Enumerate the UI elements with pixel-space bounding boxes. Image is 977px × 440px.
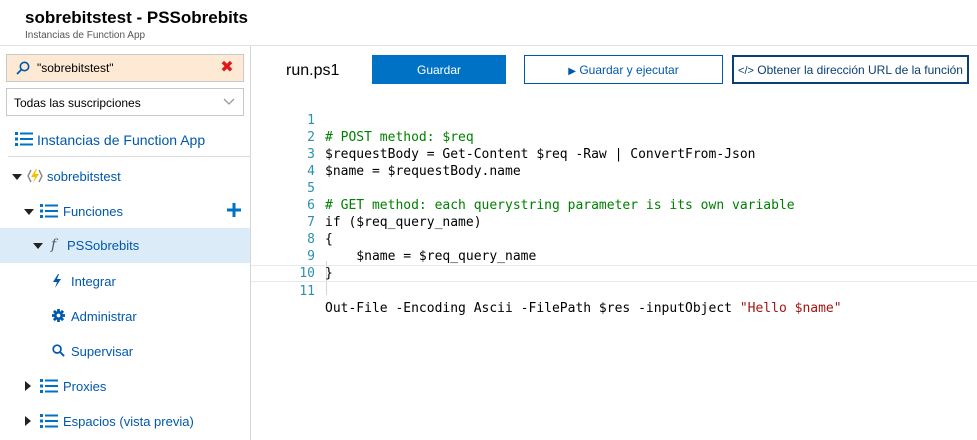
- code-icon: </>: [738, 64, 754, 77]
- sidebar-item-espacios[interactable]: Espacios (vista previa): [0, 404, 250, 439]
- code-text: $name = $req_query_name: [325, 249, 537, 264]
- code-text: if ($req_query_name): [325, 215, 482, 230]
- code-string: "Hello $name": [739, 301, 842, 316]
- code-text: }: [325, 266, 333, 281]
- indent-guide: [326, 261, 327, 295]
- get-function-url-label: Obtener la dirección URL de la función: [757, 62, 963, 77]
- sidebar-item-label: Instancias de Function App: [37, 132, 206, 148]
- line-number: 11: [299, 284, 315, 299]
- sidebar-item-integrar[interactable]: Integrar: [0, 264, 250, 299]
- page-title: sobrebitstest - PSSobrebits: [25, 8, 248, 27]
- sidebar-item-label: Integrar: [71, 274, 116, 289]
- line-number: 6: [307, 198, 315, 213]
- sidebar-item-supervisar[interactable]: Supervisar: [0, 334, 250, 369]
- expand-arrow-icon: [24, 209, 34, 215]
- sidebar-item-sobrebitstest[interactable]: sobrebitstest: [0, 159, 250, 194]
- lightning-icon: [53, 274, 61, 288]
- code-text: # GET method: each querystring parameter…: [325, 198, 795, 213]
- expand-arrow-icon: [33, 243, 43, 249]
- add-icon[interactable]: [227, 203, 241, 217]
- code-line: 4: [251, 146, 977, 179]
- sidebar-item-function-apps[interactable]: Instancias de Function App: [0, 122, 250, 157]
- code-line: 5 # GET method: each querystring paramet…: [251, 163, 977, 213]
- code-editor[interactable]: 1 # POST method: $req 2 $requestBody = G…: [251, 91, 977, 440]
- sidebar-item-label: Supervisar: [71, 344, 134, 359]
- line-number: 9: [307, 249, 315, 264]
- line-number: 10: [299, 266, 315, 281]
- sidebar-item-administrar[interactable]: Administrar: [0, 299, 250, 334]
- subscription-select-value: Todas las suscripciones: [14, 96, 141, 110]
- divider: [8, 156, 263, 157]
- sidebar-item-label: Espacios (vista previa): [63, 414, 194, 429]
- sidebar-item-label: Administrar: [71, 309, 137, 324]
- search-icon: [16, 61, 30, 75]
- code-text: $requestBody = Get-Content $req -Raw | C…: [325, 147, 756, 162]
- code-line: 6 if ($req_query_name): [251, 180, 977, 230]
- function-app-icon: [27, 169, 43, 183]
- sidebar-item-label: Proxies: [63, 379, 107, 394]
- collapse-arrow-icon: [25, 416, 31, 426]
- sidebar: "sobrebitstest" ✖ Todas las suscripcione…: [0, 46, 263, 440]
- code-text: Out-File -Encoding Ascii -FilePath $res …: [325, 300, 842, 317]
- chevron-down-icon: [223, 98, 235, 105]
- close-icon[interactable]: ✖: [220, 59, 234, 76]
- line-number: 5: [307, 181, 315, 196]
- code-text: {: [325, 232, 333, 247]
- code-line: 1 # POST method: $req: [251, 95, 977, 145]
- collapse-arrow-icon: [25, 381, 31, 391]
- page-subtitle: Instancias de Function App: [25, 30, 146, 41]
- code-text: $name = $requestBody.name: [325, 164, 521, 179]
- play-icon: ▶: [568, 65, 576, 77]
- get-function-url-button[interactable]: </> Obtener la dirección URL de la funci…: [732, 55, 969, 84]
- file-title: run.ps1: [286, 62, 340, 79]
- line-number: 2: [307, 130, 315, 145]
- sidebar-item-label: PSSobrebits: [67, 238, 140, 253]
- line-number: 3: [307, 147, 315, 162]
- list-icon: [40, 204, 58, 218]
- expand-arrow-icon: [12, 174, 22, 180]
- search-icon: [52, 344, 65, 357]
- sidebar-item-label: Funciones: [63, 204, 123, 219]
- code-line: 10: [251, 248, 977, 281]
- list-icon: [40, 414, 58, 428]
- list-icon: [15, 132, 33, 146]
- line-number: 4: [307, 164, 315, 179]
- code-text: # POST method: $req: [325, 130, 474, 145]
- subscription-select[interactable]: Todas las suscripciones: [6, 88, 244, 116]
- sidebar-item-funciones[interactable]: Funciones: [0, 194, 250, 229]
- code-line: 8 $name = $req_query_name: [251, 214, 977, 264]
- line-number: 8: [307, 232, 315, 247]
- list-icon: [40, 379, 58, 393]
- sidebar-item-label: sobrebitstest: [47, 169, 121, 184]
- sidebar-item-pssobrebits[interactable]: f PSSobrebits: [0, 228, 250, 263]
- code-line: 2 $requestBody = Get-Content $req -Raw |…: [251, 112, 977, 162]
- code-line: 3 $name = $requestBody.name: [251, 129, 977, 179]
- sidebar-item-proxies[interactable]: Proxies: [0, 369, 250, 404]
- gear-icon: [52, 309, 65, 322]
- code-line: 9 }: [251, 231, 977, 281]
- function-icon: f: [51, 237, 57, 253]
- save-and-run-label: Guardar y ejecutar: [579, 62, 679, 77]
- save-button[interactable]: Guardar: [372, 55, 506, 84]
- main-panel: run.ps1 Guardar ▶ Guardar y ejecutar </>…: [251, 46, 977, 440]
- code-line: 7 {: [251, 197, 977, 247]
- code-line-current: 11 Out-File -Encoding Ascii -FilePath $r…: [251, 265, 977, 316]
- search-input[interactable]: "sobrebitstest" ✖: [6, 54, 244, 82]
- line-number: 7: [307, 215, 315, 230]
- page-header: sobrebitstest - PSSobrebits Instancias d…: [0, 0, 977, 46]
- save-and-run-button[interactable]: ▶ Guardar y ejecutar: [524, 55, 723, 84]
- search-value: "sobrebitstest": [37, 61, 114, 75]
- line-number: 1: [307, 113, 315, 128]
- code-text-plain: Out-File -Encoding Ascii -FilePath $res …: [325, 301, 740, 316]
